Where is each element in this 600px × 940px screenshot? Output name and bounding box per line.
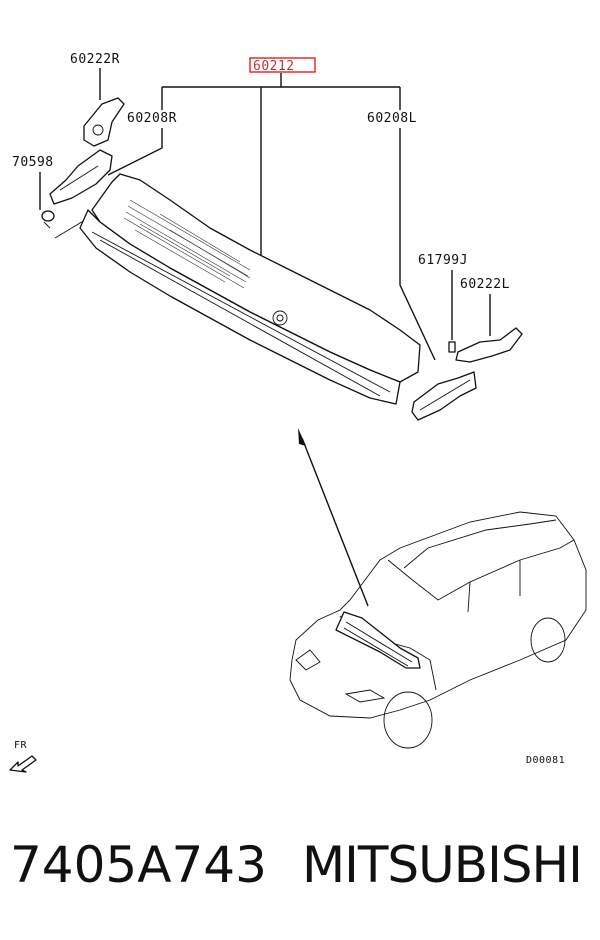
label-60222r[interactable]: 60222R <box>70 52 120 67</box>
label-60222l[interactable]: 60222L <box>460 277 510 292</box>
clip-61799j <box>448 341 456 353</box>
location-arrow <box>298 428 369 607</box>
label-70598[interactable]: 70598 <box>12 155 54 170</box>
label-60208r[interactable]: 60208R <box>127 111 177 126</box>
leader-60208r <box>107 128 163 176</box>
label-diagram-code: D00081 <box>526 755 565 766</box>
seal-60208l <box>411 371 477 421</box>
clip-70598 <box>41 210 55 229</box>
leader-60208l <box>399 128 436 361</box>
label-front: FR <box>14 740 28 751</box>
leader-60212 <box>161 73 401 285</box>
label-60212[interactable]: 60212 <box>253 59 295 74</box>
label-60208l[interactable]: 60208L <box>367 111 417 126</box>
bracket-60222r <box>83 97 125 147</box>
seal-60208r <box>49 149 113 205</box>
product-caption: 7405A743 MITSUBISHI <box>0 828 600 908</box>
front-direction-icon <box>9 755 37 773</box>
bracket-60222l <box>455 327 523 363</box>
brand-name: MITSUBISHI <box>302 836 583 894</box>
part-number: 7405A743 <box>10 836 267 894</box>
assembly-highlight-box <box>249 57 316 73</box>
cowl-panel-60212 <box>79 173 421 405</box>
label-61799j[interactable]: 61799J <box>418 253 468 268</box>
vehicle-outline <box>289 511 587 749</box>
